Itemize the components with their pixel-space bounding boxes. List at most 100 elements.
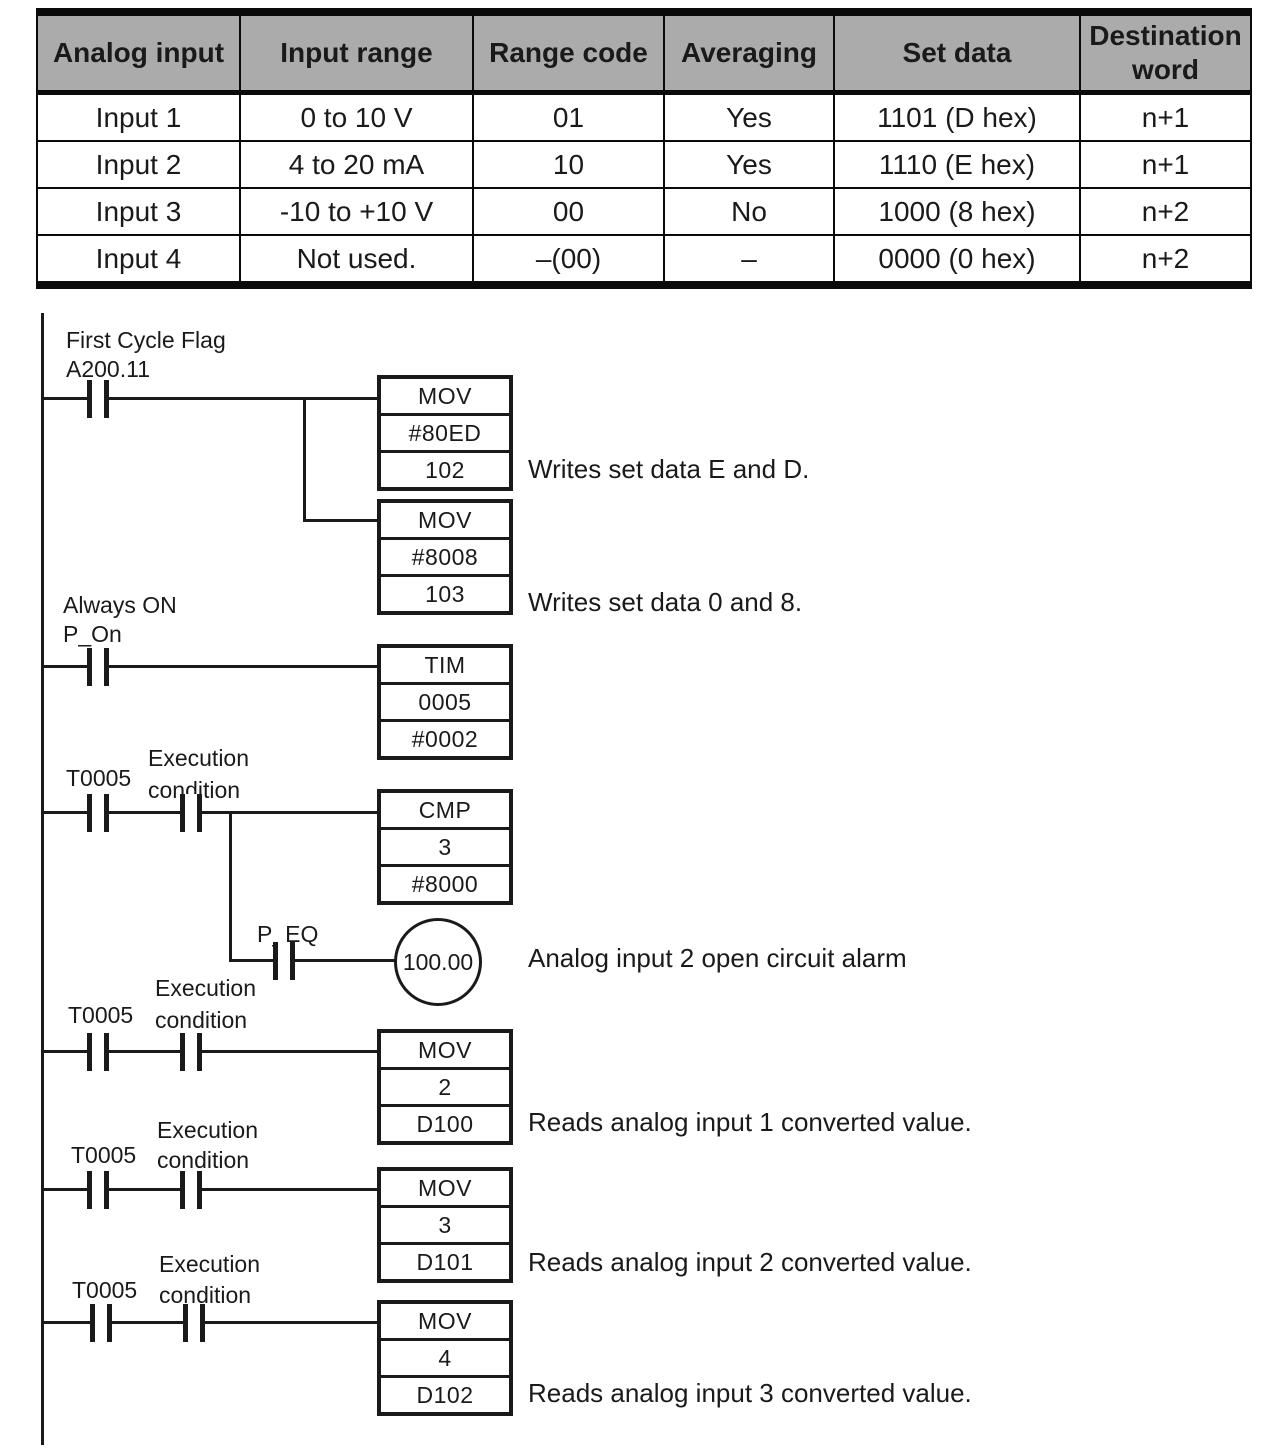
cell-destination: n+1	[1079, 140, 1251, 188]
cell-set-data: 1101 (D hex)	[833, 92, 1080, 141]
cell-set-data: 1000 (8 hex)	[833, 187, 1080, 235]
output-coil: 100.00	[394, 918, 482, 1006]
instruction-mnemonic: MOV	[418, 1174, 472, 1201]
no-contact-symbol	[273, 942, 295, 980]
cmp-box: CMP 3 #8000	[377, 789, 513, 905]
cell-input: Input 4	[37, 234, 240, 285]
cell-destination: n+1	[1079, 92, 1251, 141]
instruction-operand: 2	[381, 1067, 509, 1104]
mov-box-4: MOV 3 D101	[377, 1167, 513, 1283]
table-row: Input 2 4 to 20 mA 10 Yes 1110 (E hex) n…	[37, 140, 1251, 188]
cell-set-data: 0000 (0 hex)	[833, 234, 1080, 285]
rung4-wire	[41, 1050, 377, 1053]
cell-range: 4 to 20 mA	[239, 140, 473, 188]
cell-code: 00	[472, 187, 664, 235]
instruction-operand: 3	[381, 1205, 509, 1242]
header-averaging: Averaging	[663, 12, 834, 95]
tim-box: TIM 0005 #0002	[377, 644, 513, 760]
cell-range: 0 to 10 V	[239, 92, 473, 141]
no-contact-symbol	[180, 1033, 202, 1071]
rung-comment: Reads analog input 2 converted value.	[528, 1247, 972, 1277]
instruction-operand: D101	[381, 1242, 509, 1279]
instruction-mnemonic: CMP	[418, 796, 472, 823]
contact-label: T0005	[68, 1002, 134, 1028]
instruction-operand: #0002	[381, 719, 509, 756]
rung3-wire	[41, 811, 377, 814]
instruction-operand: 3	[381, 827, 509, 864]
cell-input: Input 1	[37, 92, 240, 141]
instruction-mnemonic: TIM	[424, 651, 466, 678]
cell-destination: n+2	[1079, 234, 1251, 285]
cell-averaging: –	[663, 234, 834, 285]
contact-label: Execution	[157, 1117, 259, 1143]
no-contact-symbol	[87, 1033, 109, 1071]
instruction-operand: D102	[381, 1375, 509, 1412]
instruction-mnemonic: MOV	[418, 382, 472, 409]
rung6-wire	[41, 1321, 377, 1324]
instruction-operand: #8000	[381, 864, 509, 901]
contact-label: Execution	[159, 1251, 261, 1277]
cell-averaging: Yes	[663, 92, 834, 141]
no-contact-symbol	[87, 380, 109, 418]
cell-code: –(00)	[472, 234, 664, 285]
rung1-label-line1: First Cycle Flag	[66, 327, 226, 353]
cell-input: Input 2	[37, 140, 240, 188]
mov-box-5: MOV 4 D102	[377, 1300, 513, 1416]
cell-input: Input 3	[37, 187, 240, 235]
rung-comment: Writes set data E and D.	[528, 454, 810, 484]
table-row: Input 1 0 to 10 V 01 Yes 1101 (D hex) n+…	[37, 92, 1251, 141]
instruction-mnemonic: MOV	[418, 1307, 472, 1334]
rung2-label-line2: P_On	[63, 621, 122, 647]
contact-label: Execution	[155, 975, 257, 1001]
instruction-operand: #80ED	[381, 413, 509, 450]
mov-box-2: MOV #8008 103	[377, 499, 513, 615]
contact-label: T0005	[72, 1277, 138, 1303]
peq-wire	[229, 959, 397, 962]
rung1-wire	[41, 397, 377, 400]
power-rail	[41, 313, 44, 1445]
rung1-branch-wire	[303, 519, 379, 522]
coil-address: 100.00	[402, 948, 474, 975]
rung3-branch-vwire	[229, 811, 232, 962]
instruction-mnemonic: MOV	[418, 1036, 472, 1063]
instruction-mnemonic: MOV	[418, 506, 472, 533]
no-contact-symbol	[87, 794, 109, 832]
cell-range: -10 to +10 V	[239, 187, 473, 235]
table-header-row: Analog input Input range Range code Aver…	[37, 12, 1251, 95]
rung-comment: Analog input 2 open circuit alarm	[528, 943, 907, 973]
instruction-operand: 102	[381, 450, 509, 487]
header-destination-word: Destination word	[1079, 12, 1251, 95]
header-input-range: Input range	[239, 12, 473, 95]
instruction-operand: 103	[381, 574, 509, 611]
contact-label: condition	[157, 1147, 250, 1173]
cell-code: 10	[472, 140, 664, 188]
rung2-wire	[41, 665, 377, 668]
no-contact-symbol	[180, 794, 202, 832]
instruction-operand: 4	[381, 1338, 509, 1375]
cell-set-data: 1110 (E hex)	[833, 140, 1080, 188]
header-range-code: Range code	[472, 12, 664, 95]
instruction-operand: D100	[381, 1104, 509, 1141]
rung1-branch-vwire	[303, 397, 306, 522]
contact-label: T0005	[71, 1142, 137, 1168]
rung-comment: Reads analog input 3 converted value.	[528, 1378, 972, 1408]
instruction-operand: 0005	[381, 682, 509, 719]
rung5-wire	[41, 1188, 377, 1191]
cell-averaging: No	[663, 187, 834, 235]
contact-label: condition	[155, 1007, 248, 1033]
header-analog-input: Analog input	[37, 12, 240, 95]
cell-averaging: Yes	[663, 140, 834, 188]
rung-comment: Writes set data 0 and 8.	[528, 587, 803, 617]
contact-label: Execution	[148, 745, 250, 771]
rung1-label-line2: A200.11	[66, 356, 150, 382]
contact-label: T0005	[66, 765, 132, 791]
rung2-label-line1: Always ON	[63, 592, 177, 618]
no-contact-symbol	[180, 1171, 202, 1209]
contact-label: condition	[159, 1282, 252, 1308]
no-contact-symbol	[183, 1304, 205, 1342]
table-row: Input 3 -10 to +10 V 00 No 1000 (8 hex) …	[37, 187, 1251, 235]
rung-comment: Reads analog input 1 converted value.	[528, 1107, 972, 1137]
no-contact-symbol	[87, 1171, 109, 1209]
